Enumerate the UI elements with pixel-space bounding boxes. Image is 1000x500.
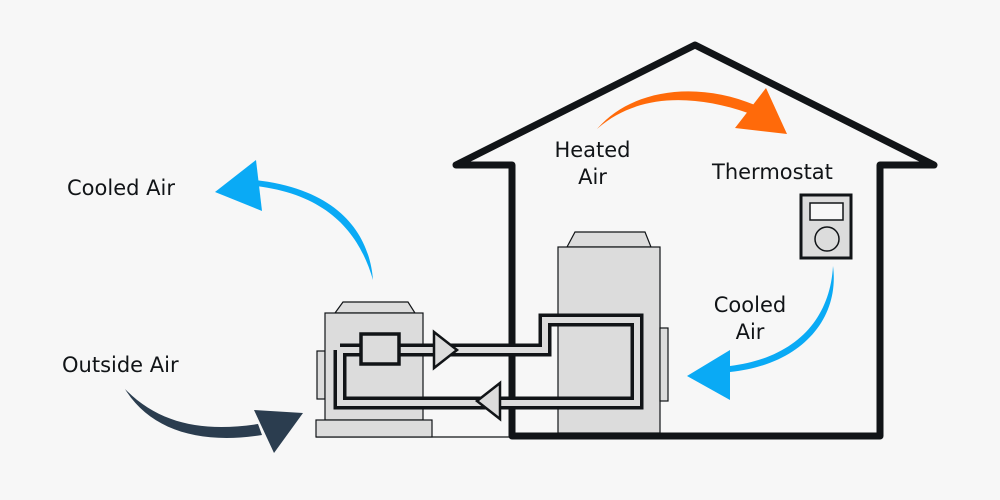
outdoor-unit-base — [315, 419, 433, 438]
house-outline — [452, 41, 938, 440]
outdoor-unit-cap — [333, 301, 417, 314]
heated-air-arrow — [597, 88, 787, 134]
cooled-air-outside-arrow — [215, 160, 373, 280]
heated-air-label-line1: Heated — [554, 138, 631, 162]
outside-air-tail — [125, 389, 262, 438]
cooled-air-inside-label-line1: Cooled — [713, 293, 787, 317]
cooled-air-outside-head — [215, 160, 262, 211]
cooled-air-inside-head — [687, 350, 730, 400]
thermostat-label: Thermostat — [712, 160, 833, 184]
refrigerant-supply-arrow — [432, 329, 460, 371]
thermostat-display — [809, 202, 844, 221]
heated-air-tail — [597, 91, 755, 129]
outside-air-head — [254, 410, 303, 453]
outside-air-label: Outside Air — [62, 353, 179, 377]
refrigerant-loop — [333, 313, 644, 422]
thermostat-dial — [814, 226, 840, 252]
outside-air-arrow — [125, 389, 303, 453]
heated-air-label: Heated Air — [540, 137, 645, 191]
cooled-air-inside-arrow — [687, 266, 834, 400]
outdoor-unit-side-panel — [316, 350, 326, 400]
cooled-air-inside-tail — [730, 266, 834, 372]
compressor-box — [359, 332, 401, 366]
outdoor-unit — [315, 301, 433, 438]
cooled-air-outside-tail — [255, 180, 373, 280]
cooled-air-inside-label-line2: Air — [735, 320, 765, 344]
refrigerant-return-arrow — [474, 380, 502, 422]
indoor-unit-side-panel — [659, 327, 669, 402]
cooled-air-inside-label: Cooled Air — [700, 292, 800, 346]
cooled-air-outside-label: Cooled Air — [67, 176, 175, 200]
thermostat — [799, 193, 853, 260]
heated-air-label-line2: Air — [578, 165, 607, 189]
heated-air-head — [735, 88, 787, 134]
indoor-unit-cap — [566, 231, 652, 248]
